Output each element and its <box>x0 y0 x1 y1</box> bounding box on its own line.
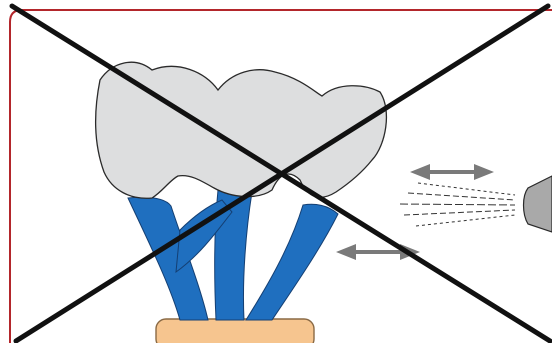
base-block <box>156 319 314 343</box>
support-struts <box>128 188 338 320</box>
double-arrow-upper <box>410 164 494 180</box>
support-right <box>246 204 338 320</box>
spray-lines <box>400 183 515 226</box>
spray-nozzle-icon <box>524 176 552 232</box>
